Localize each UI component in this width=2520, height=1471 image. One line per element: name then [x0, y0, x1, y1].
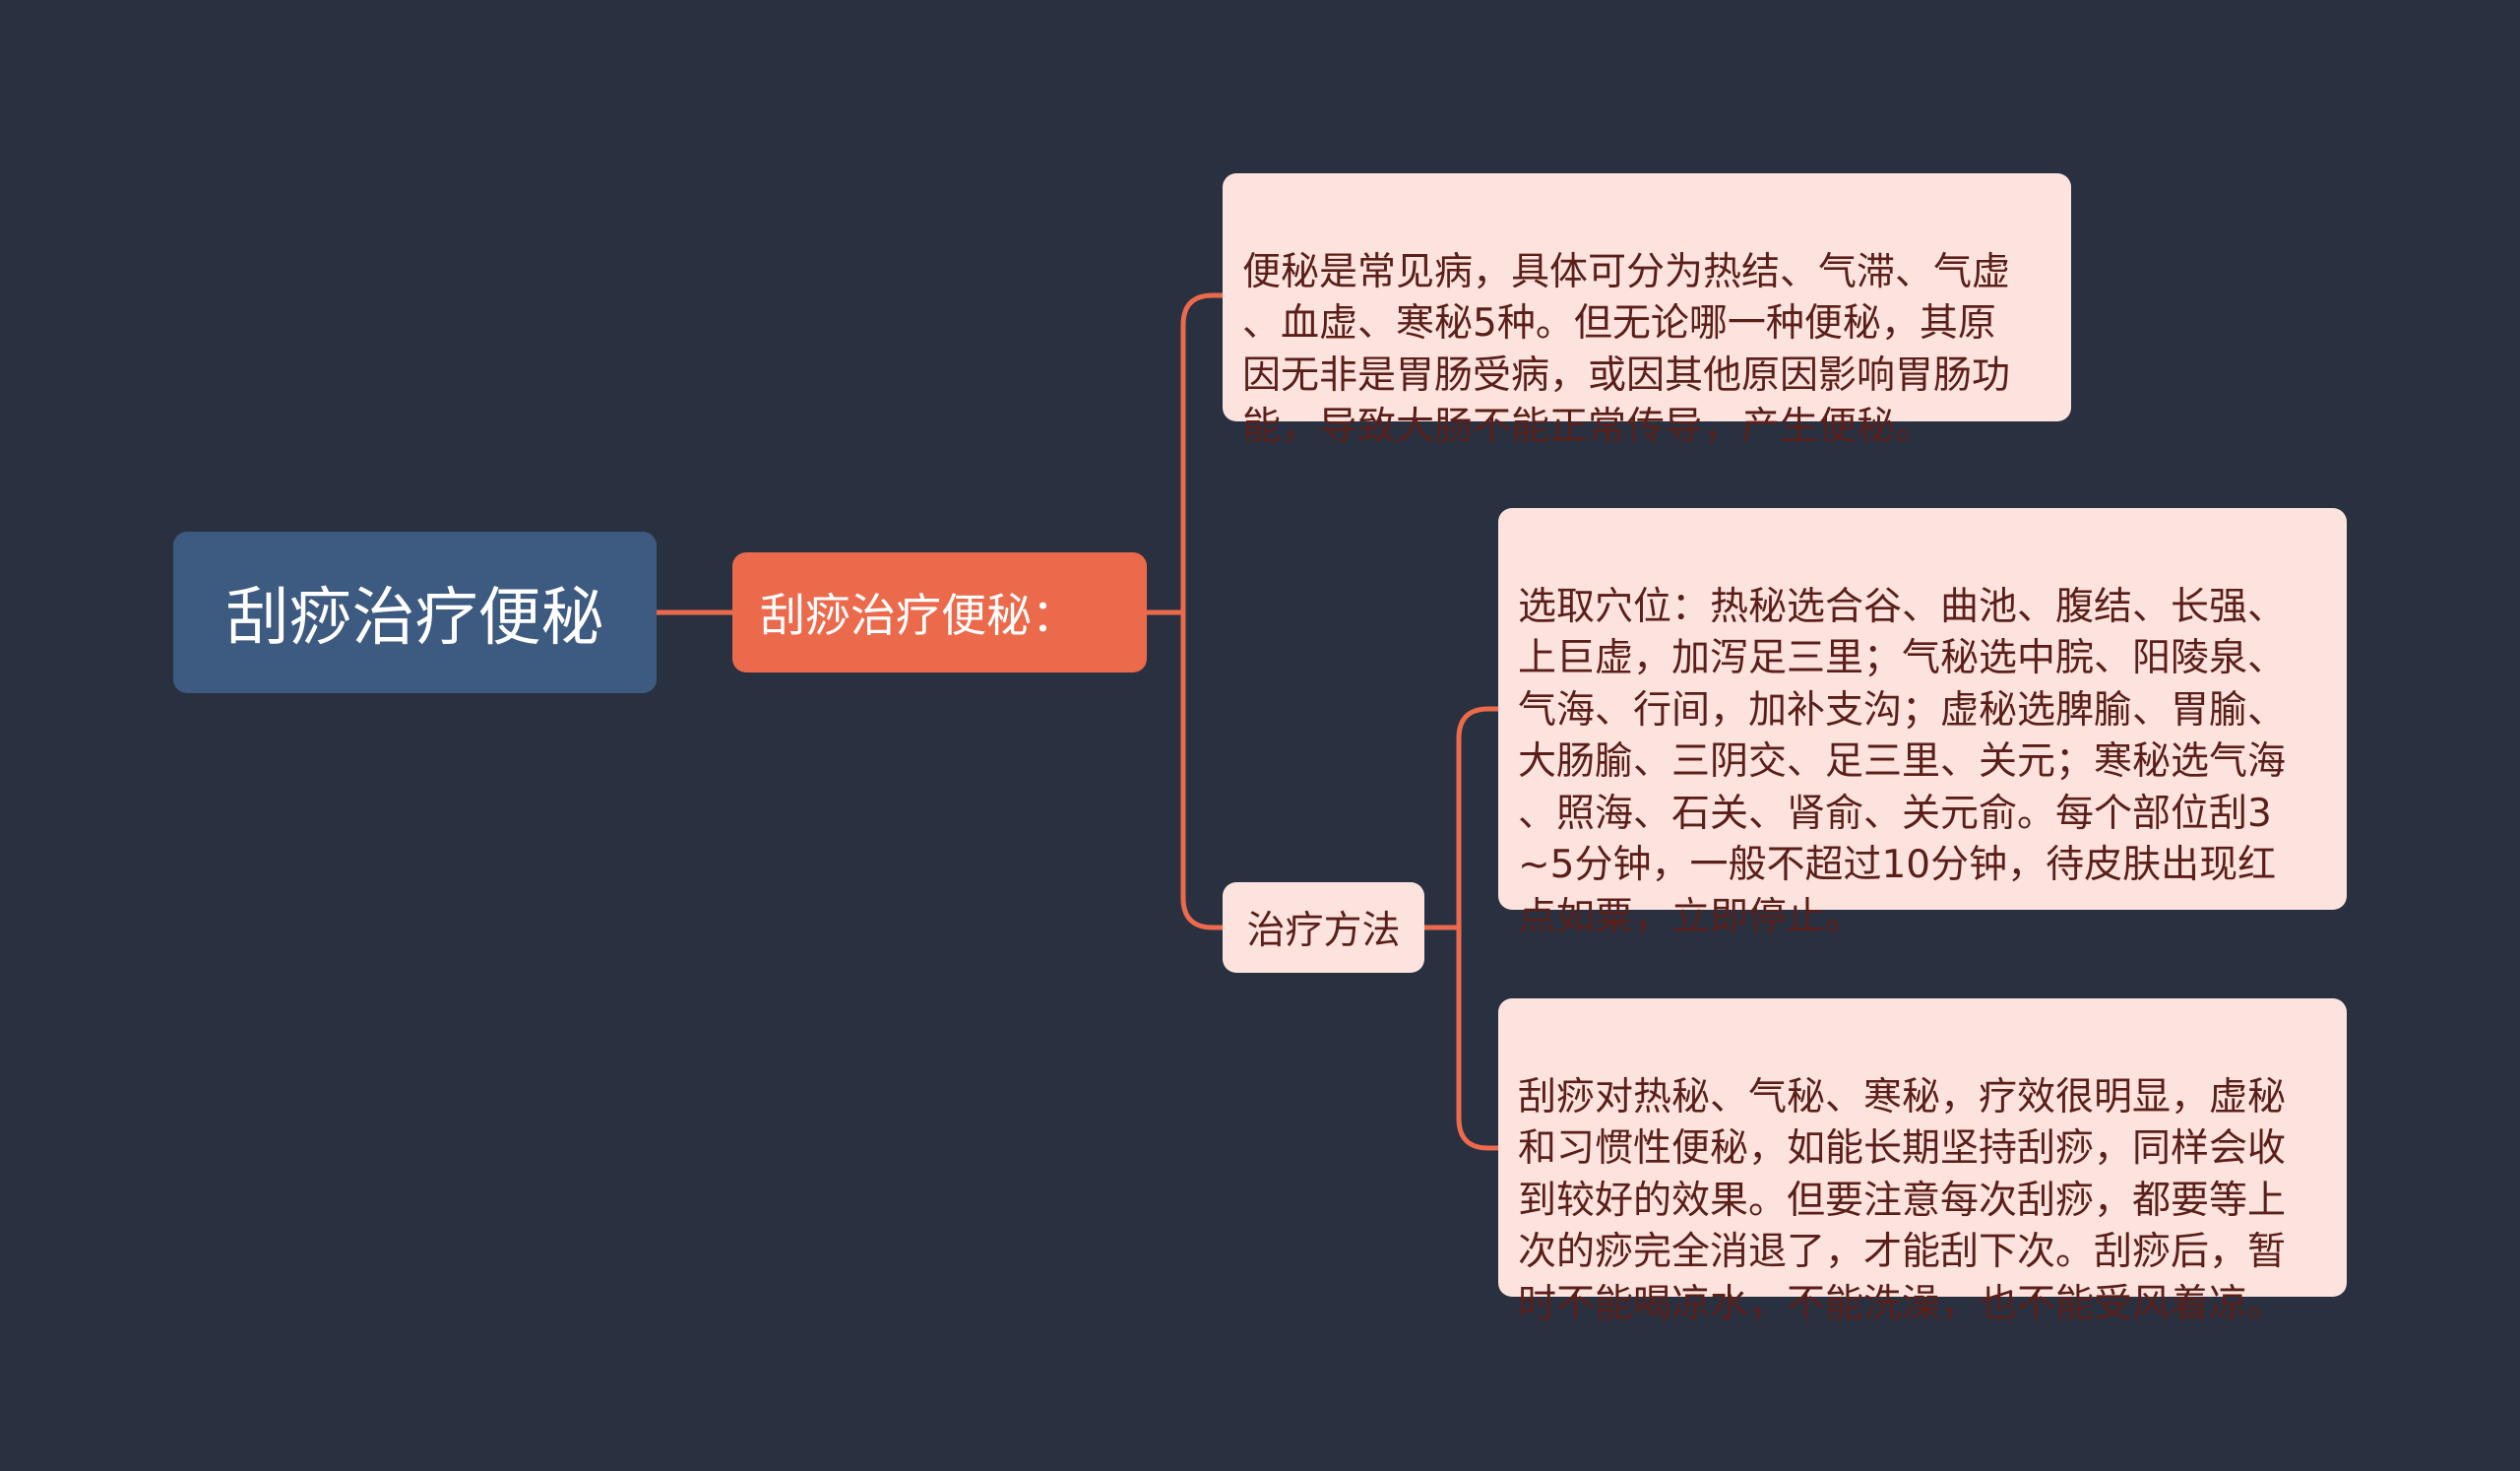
effect-node[interactable]: 刮痧对热秘、气秘、寒秘，疗效很明显，虚秘 和习惯性便秘，如能长期坚持刮痧，同样会…	[1498, 998, 2347, 1326]
connector-to-acupoints	[1456, 706, 1501, 930]
branch-label: 刮痧治疗便秘：	[760, 589, 1077, 642]
branch-node[interactable]: 刮痧治疗便秘：	[732, 552, 1147, 672]
connector-to-overview	[1180, 292, 1226, 615]
connector-to-effect	[1456, 925, 1501, 1151]
connector-to-treatment	[1180, 609, 1226, 930]
root-label: 刮痧治疗便秘	[225, 582, 604, 655]
overview-node[interactable]: 便秘是常见病，具体可分为热结、气滞、气虚 、血虚、寒秘5种。但无论哪一种便秘，其…	[1223, 173, 2071, 449]
treatment-label: 治疗方法	[1246, 909, 1401, 953]
root-node[interactable]: 刮痧治疗便秘	[173, 532, 657, 693]
treatment-node[interactable]: 治疗方法	[1223, 882, 1424, 973]
acupoints-text: 选取穴位：热秘选合谷、曲池、腹结、长强、 上巨虚，加泻足三里；气秘选中脘、阳陵泉…	[1518, 584, 2287, 939]
effect-text: 刮痧对热秘、气秘、寒秘，疗效很明显，虚秘 和习惯性便秘，如能长期坚持刮痧，同样会…	[1518, 1074, 2287, 1326]
acupoints-node[interactable]: 选取穴位：热秘选合谷、曲池、腹结、长强、 上巨虚，加泻足三里；气秘选中脘、阳陵泉…	[1498, 508, 2347, 939]
overview-text: 便秘是常见病，具体可分为热结、气滞、气虚 、血虚、寒秘5种。但无论哪一种便秘，其…	[1242, 249, 2011, 450]
